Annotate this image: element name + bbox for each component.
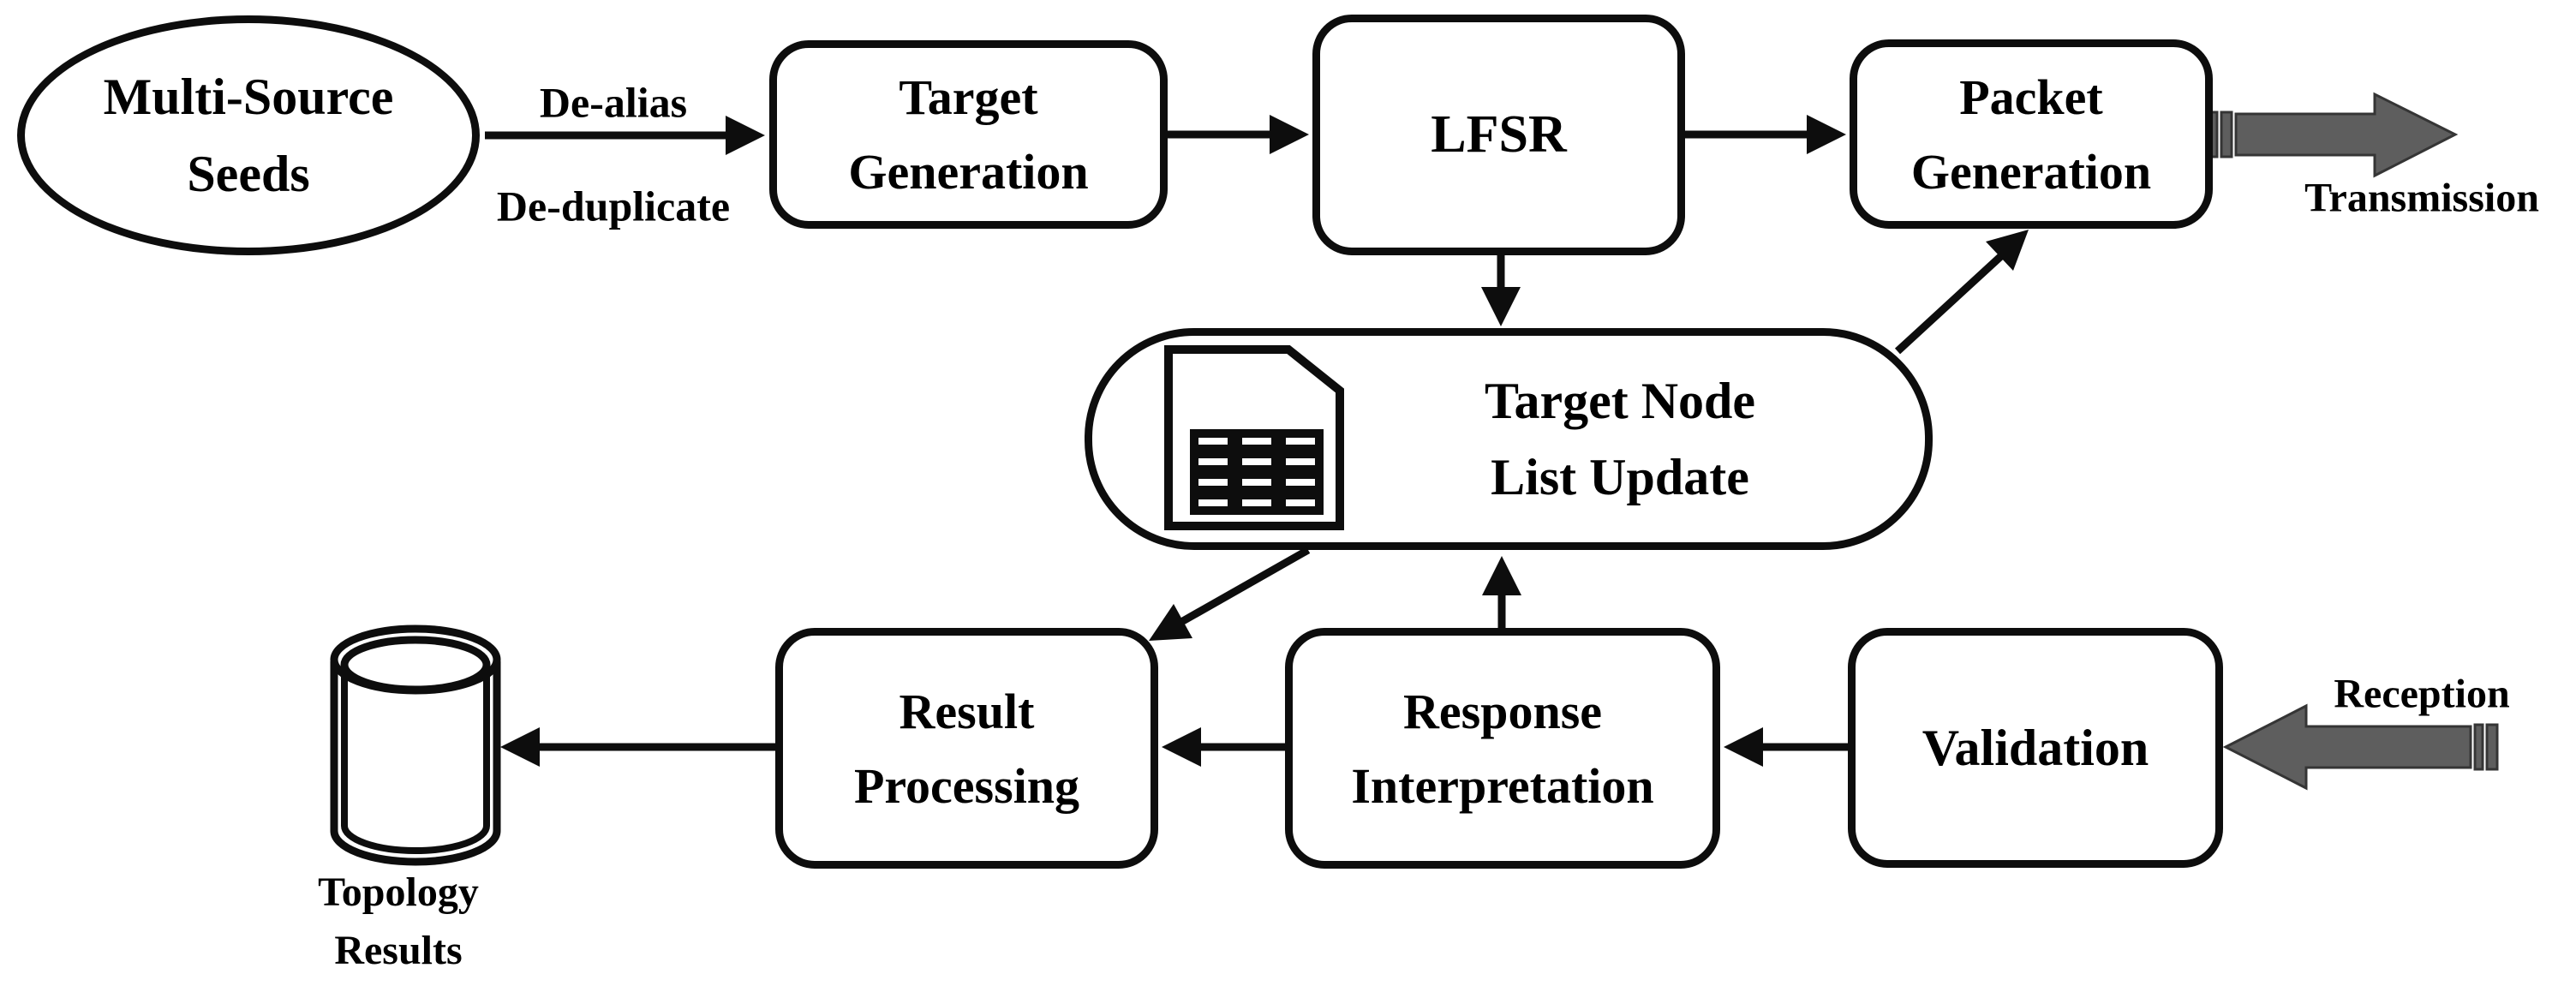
spreadsheet-file-icon [1164,345,1344,530]
node-multi-source-seeds: Multi-Source Seeds [17,15,480,255]
node-label: Processing [853,757,1080,814]
node-label: Response [1402,683,1603,739]
node-lfsr: LFSR [1312,15,1685,255]
arrow-target-generation-to-lfsr [1168,115,1309,154]
store-label-line: Topology [318,869,479,915]
reception-block-arrow [2222,703,2499,791]
node-label: LFSR [1431,105,1567,164]
node-label: Interpretation [1351,757,1654,814]
arrow-response-interpretation-to-result-processing [1162,727,1285,767]
node-response-interpretation: Response Interpretation [1285,628,1720,869]
arrow-result-processing-to-topology-results [500,727,775,767]
node-label: Packet [1959,69,2103,125]
arrow-response-interpretation-to-target-node-list [1482,556,1521,628]
node-target-generation: Target Generation [769,40,1168,229]
node-label: Seeds [187,146,310,202]
arrow-target-node-list-to-result-processing [1149,547,1311,641]
node-label: Target [899,69,1038,125]
node-label: Result [899,683,1035,739]
node-label: Multi-Source [103,69,394,125]
arrow-validation-to-response-interpretation [1724,727,1848,767]
node-target-node-list-update: Target Node List Update [1085,328,1933,550]
node-packet-generation: Packet Generation [1850,39,2213,229]
label-de-alias: De-alias [539,78,688,127]
store-label-line: Results [334,928,463,974]
arrow-target-node-list-to-packet-generation [1894,230,2029,355]
node-result-processing: Result Processing [775,628,1158,869]
node-validation: Validation [1848,628,2223,868]
node-label: Generation [848,144,1089,200]
node-label: Generation [1910,143,2152,200]
node-label: Validation [1922,720,2149,776]
label-reception: Reception [2334,671,2510,717]
transmission-block-arrow [2208,92,2459,178]
arrow-lfsr-to-packet-generation [1685,115,1846,154]
arrow-lfsr-to-target-node-list [1481,254,1521,326]
label-topology-results: Topology Results [253,864,544,980]
node-label: List Update [1491,448,1749,505]
node-label-group: Target Node List Update [1349,336,1891,542]
node-label: Target Node [1484,372,1756,429]
database-cylinder-icon [330,624,501,866]
label-transmission: Transmission [2304,175,2539,221]
label-de-duplicate: De-duplicate [496,182,731,230]
